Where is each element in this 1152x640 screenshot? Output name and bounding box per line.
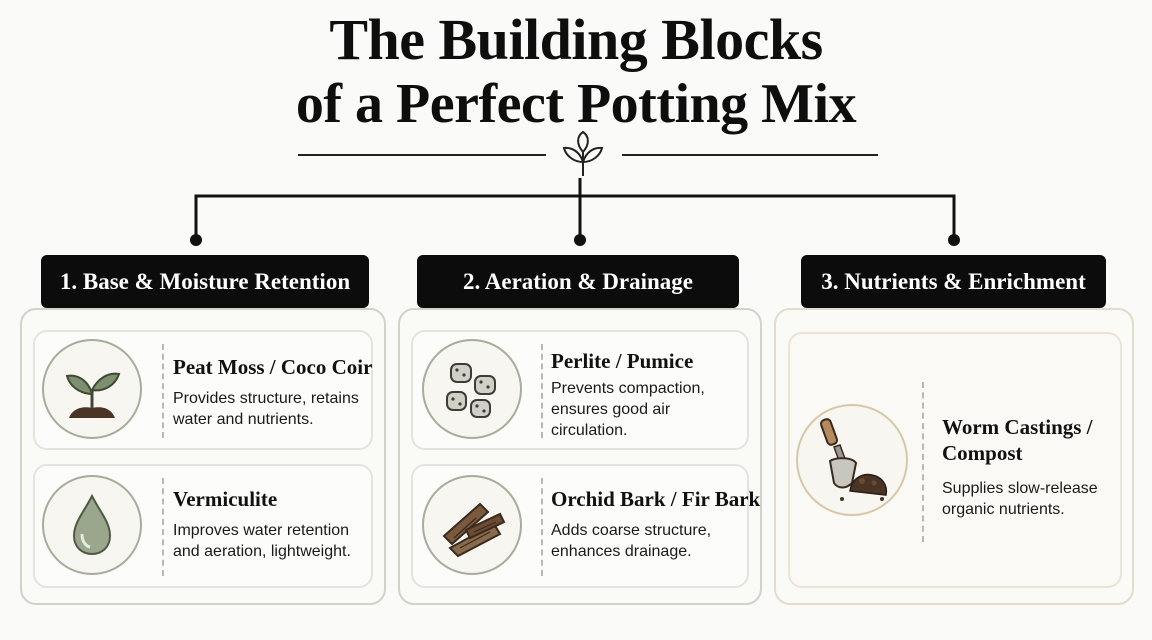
item-name-orchid-bark: Orchid Bark / Fir Bark	[551, 487, 761, 511]
item-name-worm-castings-line2: Compost	[942, 441, 1023, 465]
right-divider-line	[622, 154, 878, 156]
card-orchid-bark: Orchid Bark / Fir Bark Adds coarse struc…	[411, 464, 760, 588]
left-divider-line	[298, 154, 546, 156]
card-divider	[922, 382, 924, 542]
item-desc-peat-moss: Provides structure, retains water and nu…	[173, 390, 359, 428]
leaf-sprig-icon	[562, 130, 604, 176]
panel-nutrients: Worm Castings / Compost Supplies slow-re…	[774, 308, 1134, 605]
card-peat-moss: Peat Moss / Coco Coir Provides structure…	[33, 330, 373, 450]
item-desc-worm-castings: Supplies slow-release organic nutrients.	[942, 480, 1098, 518]
perlite-granules-icon	[422, 339, 522, 439]
item-desc-perlite: Prevents compaction, ensures good air ci…	[551, 380, 705, 439]
card-vermiculite: Vermiculite Improves water retention and…	[33, 464, 373, 588]
panel-aeration-drainage: Perlite / Pumice Prevents compaction, en…	[398, 308, 762, 605]
item-name-worm-castings-line1: Worm Castings /	[942, 415, 1093, 439]
trowel-compost-icon	[796, 404, 908, 516]
card-worm-castings: Worm Castings / Compost Supplies slow-re…	[788, 332, 1122, 588]
card-perlite: Perlite / Pumice Prevents compaction, en…	[411, 330, 749, 450]
title-line-2: of a Perfect Potting Mix	[295, 73, 857, 135]
card-divider	[162, 344, 164, 438]
category-label-aeration: 2. Aeration & Drainage	[417, 255, 739, 308]
category-label-nutrients: 3. Nutrients & Enrichment	[801, 255, 1106, 308]
title-line-1: The Building Blocks	[329, 7, 823, 72]
card-divider	[162, 478, 164, 576]
item-name-perlite: Perlite / Pumice	[551, 349, 694, 373]
item-name-peat-moss: Peat Moss / Coco Coir	[173, 355, 373, 379]
card-divider	[541, 344, 543, 438]
item-name-vermiculite: Vermiculite	[173, 487, 278, 511]
bark-pieces-icon	[422, 475, 522, 575]
card-divider	[541, 478, 543, 576]
item-desc-vermiculite: Improves water retention and aeration, l…	[173, 522, 351, 560]
water-drop-icon	[42, 475, 142, 575]
panel-base-moisture: Peat Moss / Coco Coir Provides structure…	[20, 308, 386, 605]
seedling-icon	[42, 339, 142, 439]
item-desc-orchid-bark: Adds coarse structure, enhances drainage…	[551, 522, 712, 560]
category-label-base: 1. Base & Moisture Retention	[41, 255, 369, 308]
